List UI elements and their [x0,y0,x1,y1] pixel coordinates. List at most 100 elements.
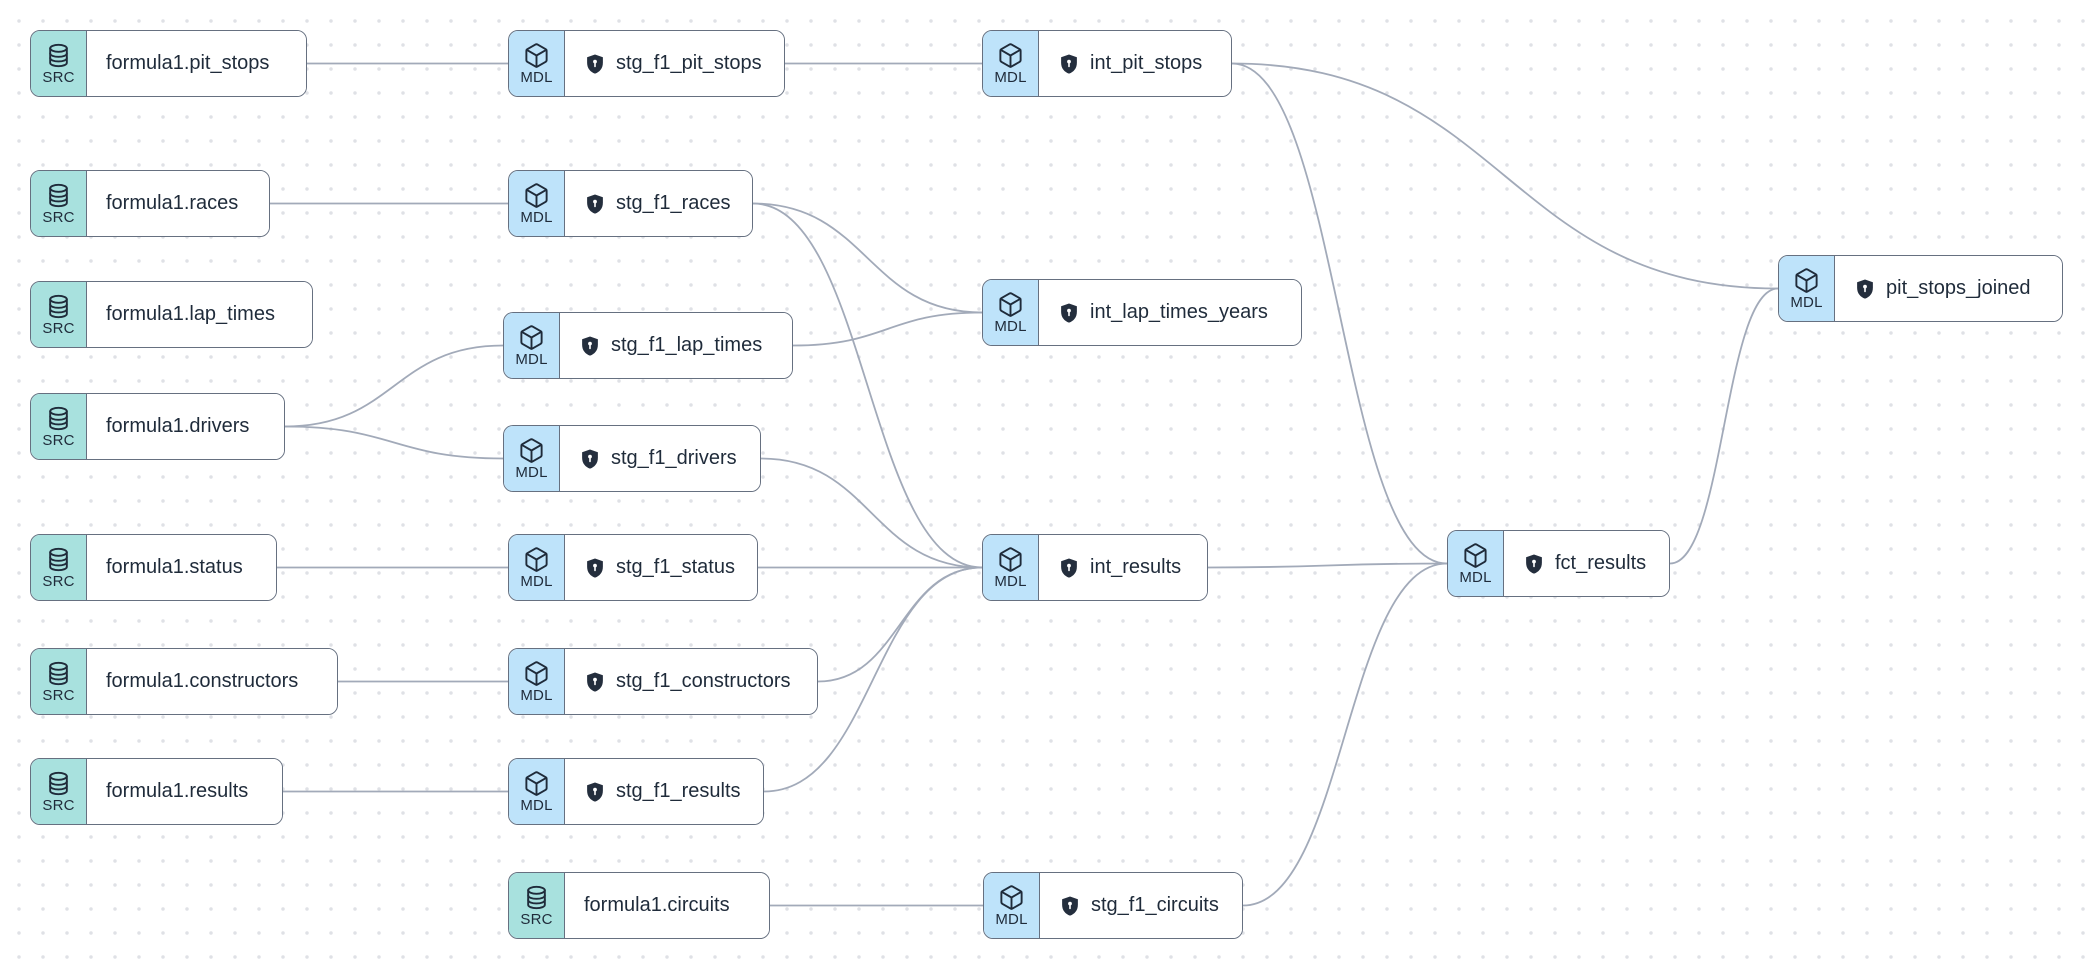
node-stg_f1_results[interactable]: MDL stg_f1_results [508,758,764,825]
node-type-panel: MDL [509,759,565,824]
shield-icon [1062,895,1078,916]
node-label: formula1.races [106,192,239,214]
node-stg_f1_pit_stops[interactable]: MDL stg_f1_pit_stops [508,30,785,97]
edge-stg_races-to-int_lap_times_years [752,202,983,314]
database-icon [49,771,68,795]
edge-stg_results-to-int_results [763,566,983,793]
cube-icon [999,546,1022,572]
database-icon [49,661,68,685]
node-type-panel: MDL [983,535,1039,600]
node-pit_stops_joined[interactable]: MDL pit_stops_joined [1778,255,2063,322]
node-body: stg_f1_races [565,171,752,236]
node-label: stg_f1_constructors [616,670,791,692]
node-label: stg_f1_pit_stops [616,52,762,74]
node-type-label: MDL [1790,293,1823,311]
node-body: stg_f1_lap_times [560,313,792,378]
node-stg_f1_constructors[interactable]: MDL stg_f1_constructors [508,648,818,715]
node-type-label: MDL [520,208,553,226]
shield-icon [587,557,603,578]
node-body: pit_stops_joined [1835,256,2062,321]
node-stg_f1_status[interactable]: MDL stg_f1_status [508,534,758,601]
node-formula1.lap_times[interactable]: SRC formula1.lap_times [30,281,313,348]
shield-icon [587,53,603,74]
node-body: formula1.lap_times [87,282,312,347]
node-type-panel: MDL [509,171,565,236]
cube-icon [999,291,1022,317]
node-formula1.races[interactable]: SRC formula1.races [30,170,270,237]
node-label: stg_f1_lap_times [611,334,763,356]
node-stg_f1_circuits[interactable]: MDL stg_f1_circuits [983,872,1243,939]
node-body: formula1.races [87,171,269,236]
node-body: formula1.circuits [565,873,769,938]
node-type-panel: SRC [31,394,87,459]
node-type-label: SRC [520,910,553,928]
node-int_pit_stops[interactable]: MDL int_pit_stops [982,30,1232,97]
node-label: stg_f1_status [616,556,735,578]
node-type-label: MDL [1459,568,1492,586]
node-int_lap_times_years[interactable]: MDL int_lap_times_years [982,279,1302,346]
node-type-label: SRC [42,796,75,814]
node-stg_f1_races[interactable]: MDL stg_f1_races [508,170,753,237]
node-type-label: MDL [994,68,1027,86]
cube-icon [1000,884,1023,910]
node-formula1.pit_stops[interactable]: SRC formula1.pit_stops [30,30,307,97]
node-label: stg_f1_results [616,780,741,802]
node-type-panel: SRC [31,649,87,714]
edge-stg_drivers-to-int_results [760,457,983,569]
shield-icon [1857,278,1873,299]
node-type-label: SRC [42,68,75,86]
node-label: stg_f1_drivers [611,447,737,469]
node-formula1.constructors[interactable]: SRC formula1.constructors [30,648,338,715]
node-formula1.results[interactable]: SRC formula1.results [30,758,283,825]
node-label: formula1.lap_times [106,303,275,325]
cube-icon [520,437,543,463]
node-formula1.circuits[interactable]: SRC formula1.circuits [508,872,770,939]
node-fct_results[interactable]: MDL fct_results [1447,530,1670,597]
node-type-label: MDL [520,796,553,814]
node-type-panel: SRC [31,282,87,347]
node-stg_f1_drivers[interactable]: MDL stg_f1_drivers [503,425,761,492]
node-type-panel: SRC [509,873,565,938]
node-formula1.status[interactable]: SRC formula1.status [30,534,277,601]
node-formula1.drivers[interactable]: SRC formula1.drivers [30,393,285,460]
cube-icon [525,660,548,686]
database-icon [49,294,68,318]
node-type-label: MDL [515,463,548,481]
database-icon [49,43,68,67]
shield-icon [1061,557,1077,578]
node-type-label: MDL [520,572,553,590]
node-label: int_pit_stops [1090,52,1203,74]
node-body: formula1.constructors [87,649,337,714]
shield-icon [587,671,603,692]
cube-icon [525,182,548,208]
edge-int_pit_stops-to-pit_stops_joined [1231,62,1779,290]
node-label: fct_results [1555,552,1647,574]
node-stg_f1_lap_times[interactable]: MDL stg_f1_lap_times [503,312,793,379]
node-int_results[interactable]: MDL int_results [982,534,1208,601]
database-icon [527,885,546,909]
node-body: stg_f1_status [565,535,757,600]
node-label: int_results [1090,556,1182,578]
edge-stg_races-to-int_results [752,202,983,569]
node-type-panel: MDL [504,426,560,491]
cube-icon [525,546,548,572]
node-type-panel: MDL [983,31,1039,96]
cube-icon [1795,267,1818,293]
node-type-panel: SRC [31,759,87,824]
database-icon [49,406,68,430]
cube-icon [520,324,543,350]
edge-int_pit_stops-to-fct_results [1231,62,1448,565]
database-icon [49,183,68,207]
edge-src_drivers-to-stg_lap_times [284,344,504,428]
shield-icon [1061,302,1077,323]
node-type-panel: SRC [31,535,87,600]
node-body: formula1.results [87,759,282,824]
node-body: stg_f1_circuits [1040,873,1242,938]
node-label: pit_stops_joined [1886,277,2031,299]
node-body: stg_f1_constructors [565,649,817,714]
node-label: formula1.results [106,780,249,802]
node-body: stg_f1_results [565,759,763,824]
shield-icon [587,193,603,214]
node-label: stg_f1_races [616,192,731,214]
